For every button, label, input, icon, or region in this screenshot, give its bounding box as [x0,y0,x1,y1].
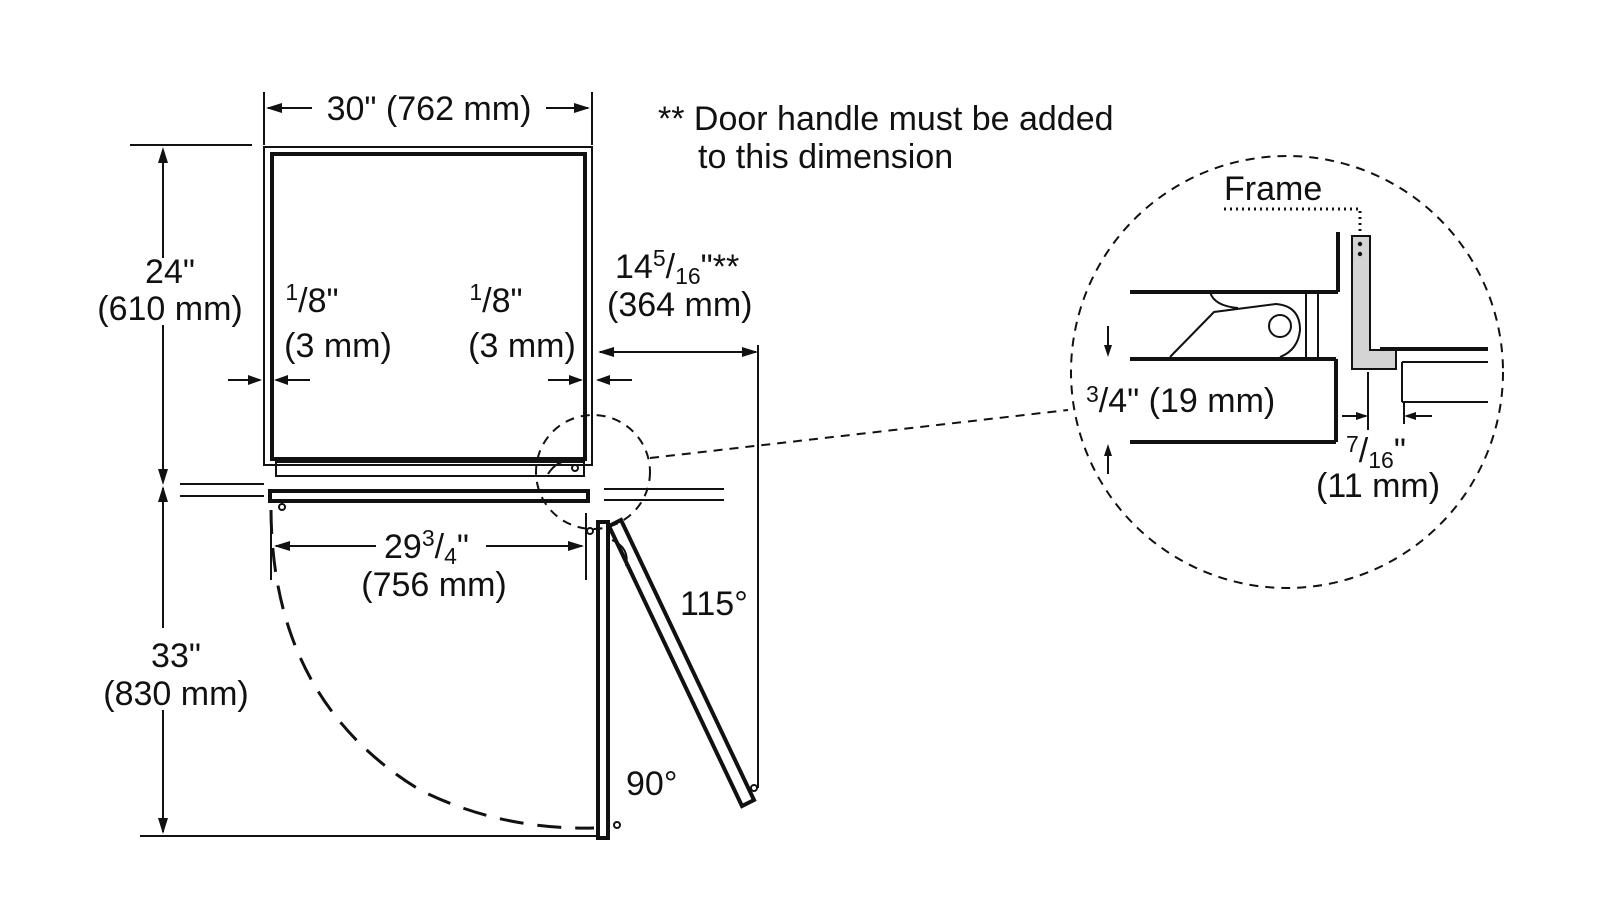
door-handle-note: ** Door handle must be added to this dim… [658,100,1114,176]
swing-depth-inch: 33" [151,637,201,675]
appliance-body [270,152,587,461]
detail-gap-mm: (11 mm) [1316,467,1440,505]
detail-callout-marker [535,414,651,530]
angle-115: 115° [680,585,748,623]
door-open-115 [606,517,757,809]
svg-text:1/8": 1/8" [285,279,338,320]
inner-width-dimension: 293/4" (756 mm) [270,513,587,604]
width-dimension: 30" (762 mm) [263,90,593,145]
left-gap-num: 1 [285,279,298,305]
swing-depth-mm: (830 mm) [103,675,248,713]
door-clearance-whole: 14 [615,248,653,286]
depth-inch: 24" [145,253,195,291]
swing-depth-dimension: 33" (830 mm) [103,486,596,837]
svg-text:293/4": 293/4" [384,525,469,569]
left-gap-dimension: 1/8" (3 mm) [228,279,392,385]
width-label: 30" (762 mm) [327,90,532,128]
detail-leader [649,409,1069,459]
cabinet-outline [263,146,593,466]
hinge-pivot [1268,314,1292,338]
door-clearance-dimension: 145/16"** (364 mm) [598,245,759,788]
angle-90: 90° [626,765,677,803]
svg-text:1/8": 1/8" [469,279,522,320]
hinge-arm [1169,302,1302,358]
depth-mm: (610 mm) [97,290,242,328]
note-line-1: ** Door handle must be added [658,100,1114,138]
svg-text:3/4" (19 mm): 3/4" (19 mm) [1086,381,1275,420]
inner-width-mm: (756 mm) [361,566,506,604]
right-gap-dimension: 1/8" (3 mm) [468,279,632,385]
door-swing: 115° 90° [269,509,758,840]
door-panel-closed [268,489,590,503]
frame-label: Frame [1224,170,1322,208]
detail-circle [1070,155,1504,589]
note-line-2: to this dimension [698,138,953,176]
door-open-90 [596,520,610,840]
cabinet-plan-view [180,146,724,511]
door-clearance-mm: (364 mm) [607,286,752,324]
svg-text:145/16"**: 145/16"** [615,245,739,289]
right-gap-mm: (3 mm) [468,327,576,365]
svg-text:7/16": 7/16" [1346,431,1406,473]
depth-dimension: 24" (610 mm) [97,144,252,485]
door-swing-arc [269,509,595,830]
hinge-detail-view: Frame 3/4" (19 mm) [1070,155,1504,589]
left-gap-mm: (3 mm) [284,327,392,365]
